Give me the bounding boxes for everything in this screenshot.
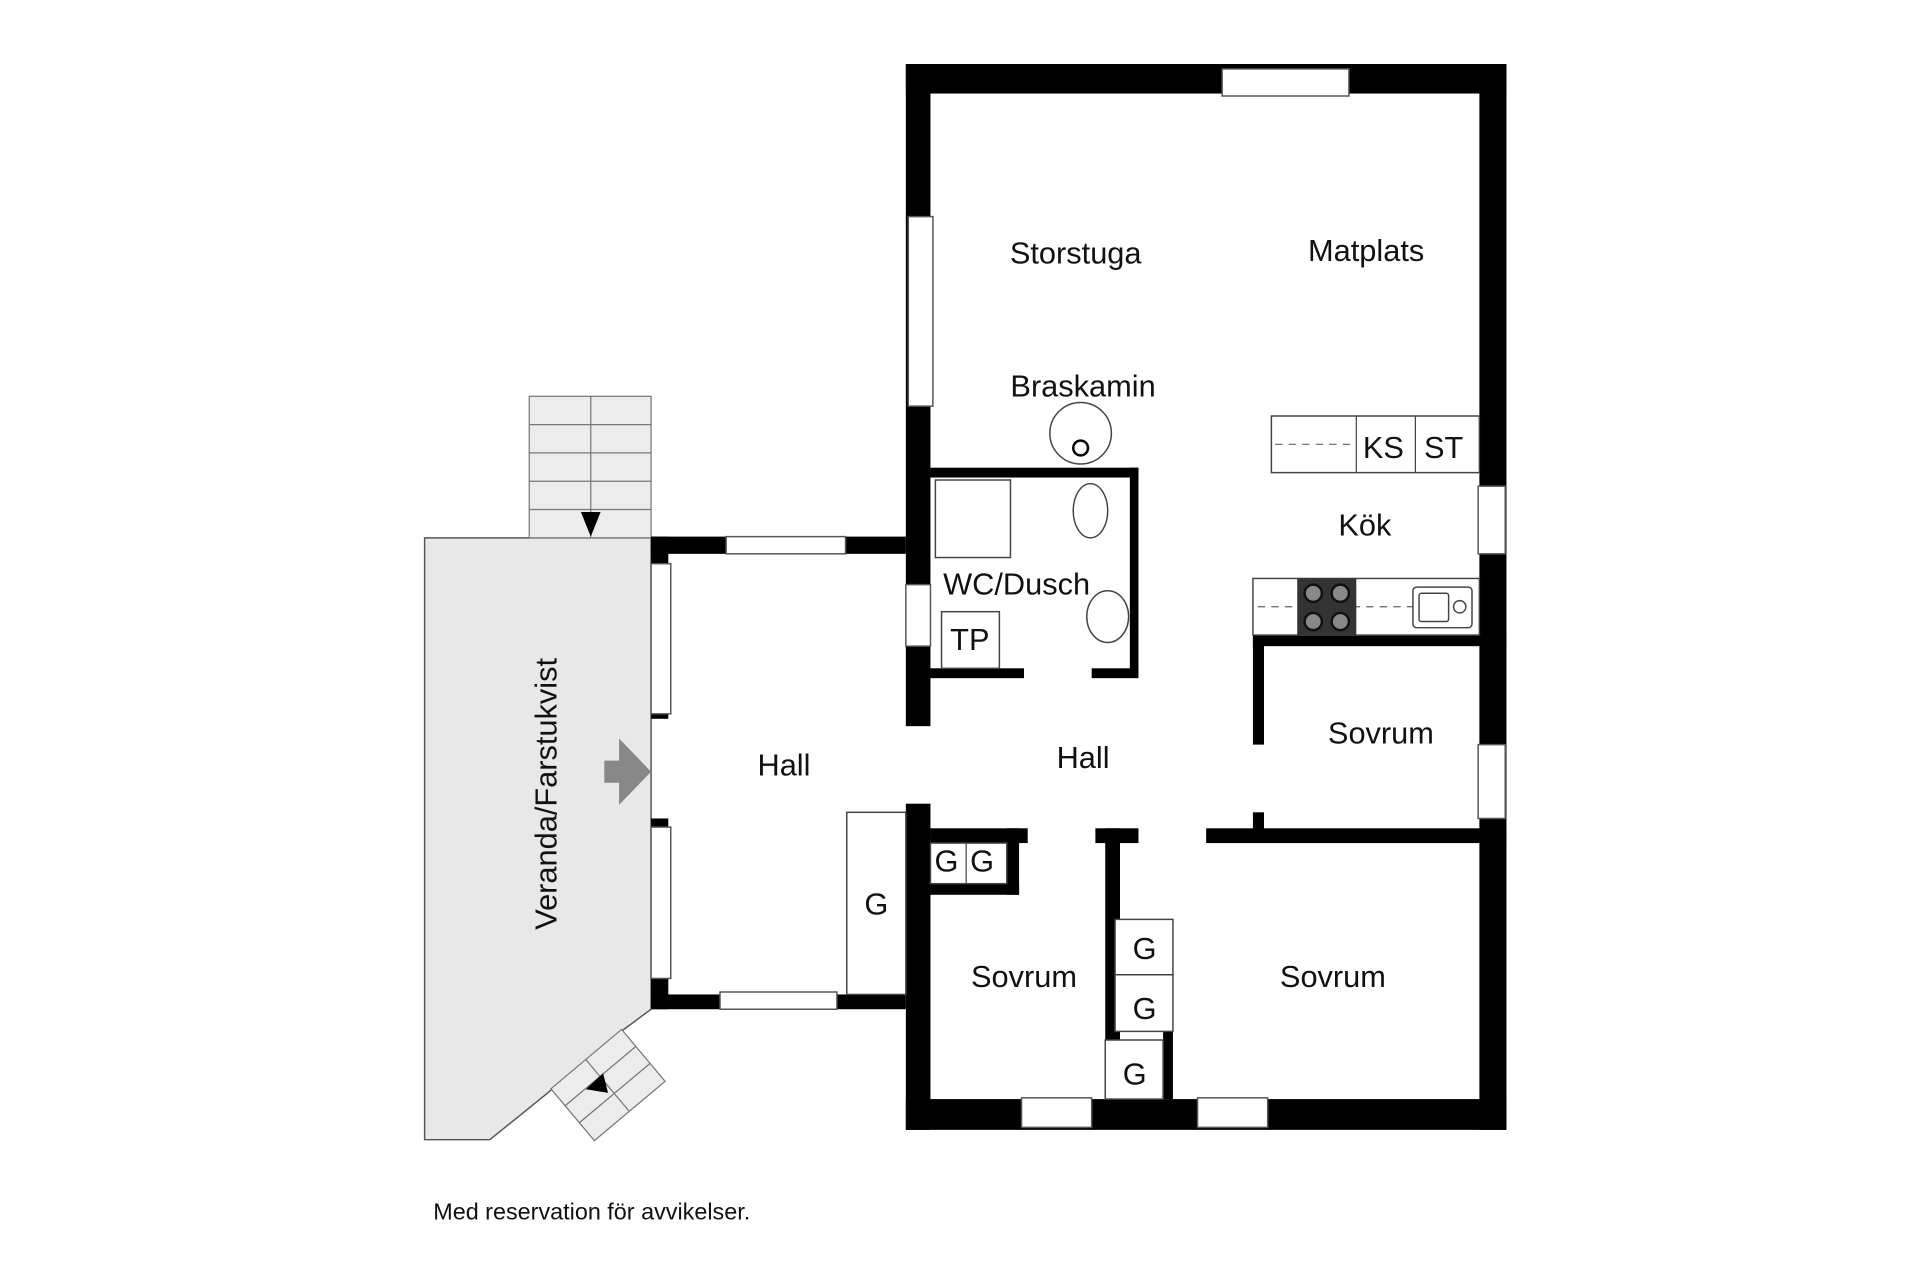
entrance-arrow-icon [604,738,652,805]
stove-icon [1297,578,1357,636]
stairs-up-arrow-icon [585,1073,608,1093]
ks-label: KS [1363,430,1404,465]
fireplace-icon [1049,401,1113,465]
toilet-icon [1072,482,1109,539]
tp-box [940,610,1001,670]
room-label-matplats: Matplats [1308,233,1424,268]
wardrobe-label: G [935,843,959,878]
room-label-kok: Kök [1338,507,1392,542]
label-braskamin: Braskamin [1010,368,1155,403]
wardrobes [846,811,1174,1100]
room-label-sovrum-bottom: Sovrum [1280,959,1386,994]
stairs-down-arrow-icon [580,512,601,537]
wardrobe-label: G [1123,1056,1147,1091]
wardrobe-label: G [970,843,994,878]
stairs-bottom [550,1028,666,1142]
st-label: ST [1424,430,1464,465]
wardrobe-label: G [1133,991,1157,1026]
room-label-hall-center: Hall [1057,740,1110,775]
room-label-hall-left: Hall [758,747,811,782]
room-label-wc: WC/Dusch [943,566,1090,601]
wardrobe-label: G [864,886,888,921]
windows [650,68,1506,1129]
kitchen-upper-counter [1270,415,1481,474]
disclaimer: Med reservation för avvikelser. [433,1199,750,1225]
kitchen-sink-icon [1412,586,1473,629]
room-label-sovrum-right: Sovrum [1328,715,1434,750]
room-label-sovrum-left: Sovrum [971,959,1077,994]
room-label-veranda: Veranda/Farstukvist [528,658,563,930]
wardrobe-label: G [1133,931,1157,966]
sink-icon [1086,590,1130,644]
tp-label: TP [950,622,989,657]
shower-icon [934,479,1012,559]
room-label-storstuga: Storstuga [1010,235,1143,270]
